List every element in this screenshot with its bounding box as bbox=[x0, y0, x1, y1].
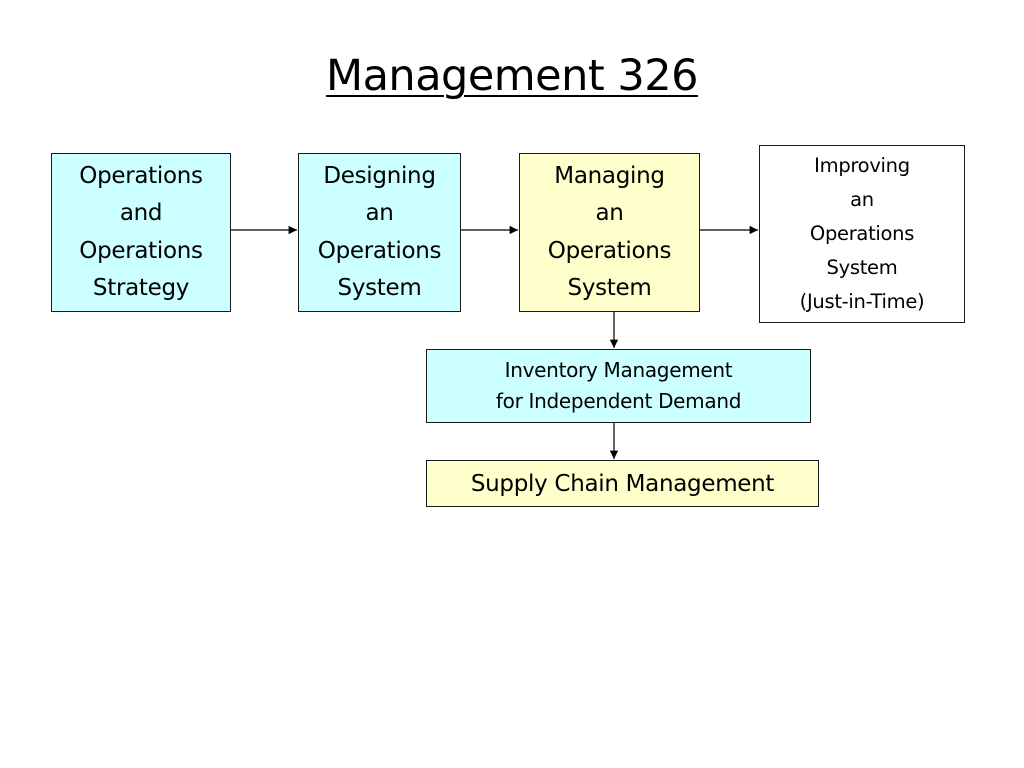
box-line: Operations bbox=[79, 162, 203, 189]
slide-title: Management 326 bbox=[325, 51, 699, 101]
operations-strategy-box: Operations and Operations Strategy bbox=[51, 153, 231, 312]
box-line: an bbox=[365, 200, 394, 226]
box-line: System bbox=[337, 275, 422, 301]
box-line: Operations bbox=[317, 237, 442, 264]
box-line: System bbox=[826, 256, 898, 279]
box-line: Operations bbox=[79, 237, 203, 264]
box-line: Operations bbox=[809, 222, 915, 245]
box-line: Improving bbox=[814, 154, 910, 177]
inventory-management-box: Inventory Management for Independent Dem… bbox=[426, 349, 811, 423]
supply-chain-management-box: Supply Chain Management bbox=[426, 460, 819, 507]
box-line: an bbox=[850, 188, 874, 211]
box-line: Managing bbox=[554, 162, 665, 189]
box-line: Operations bbox=[547, 237, 672, 264]
box-line: Supply Chain Management bbox=[470, 470, 775, 497]
box-line: System bbox=[567, 275, 652, 301]
box-line: and bbox=[119, 200, 163, 226]
box-line: Inventory Management bbox=[504, 358, 733, 382]
box-line: Strategy bbox=[92, 275, 190, 301]
designing-operations-system-box: Designing an Operations System bbox=[298, 153, 461, 312]
managing-operations-system-box: Managing an Operations System bbox=[519, 153, 700, 312]
box-line: an bbox=[595, 200, 624, 226]
box-line: for Independent Demand bbox=[495, 389, 742, 413]
box-line: (Just-in-Time) bbox=[799, 290, 925, 313]
box-line: Designing bbox=[323, 162, 436, 189]
improving-operations-system-box: Improving an Operations System (Just-in-… bbox=[759, 145, 965, 323]
